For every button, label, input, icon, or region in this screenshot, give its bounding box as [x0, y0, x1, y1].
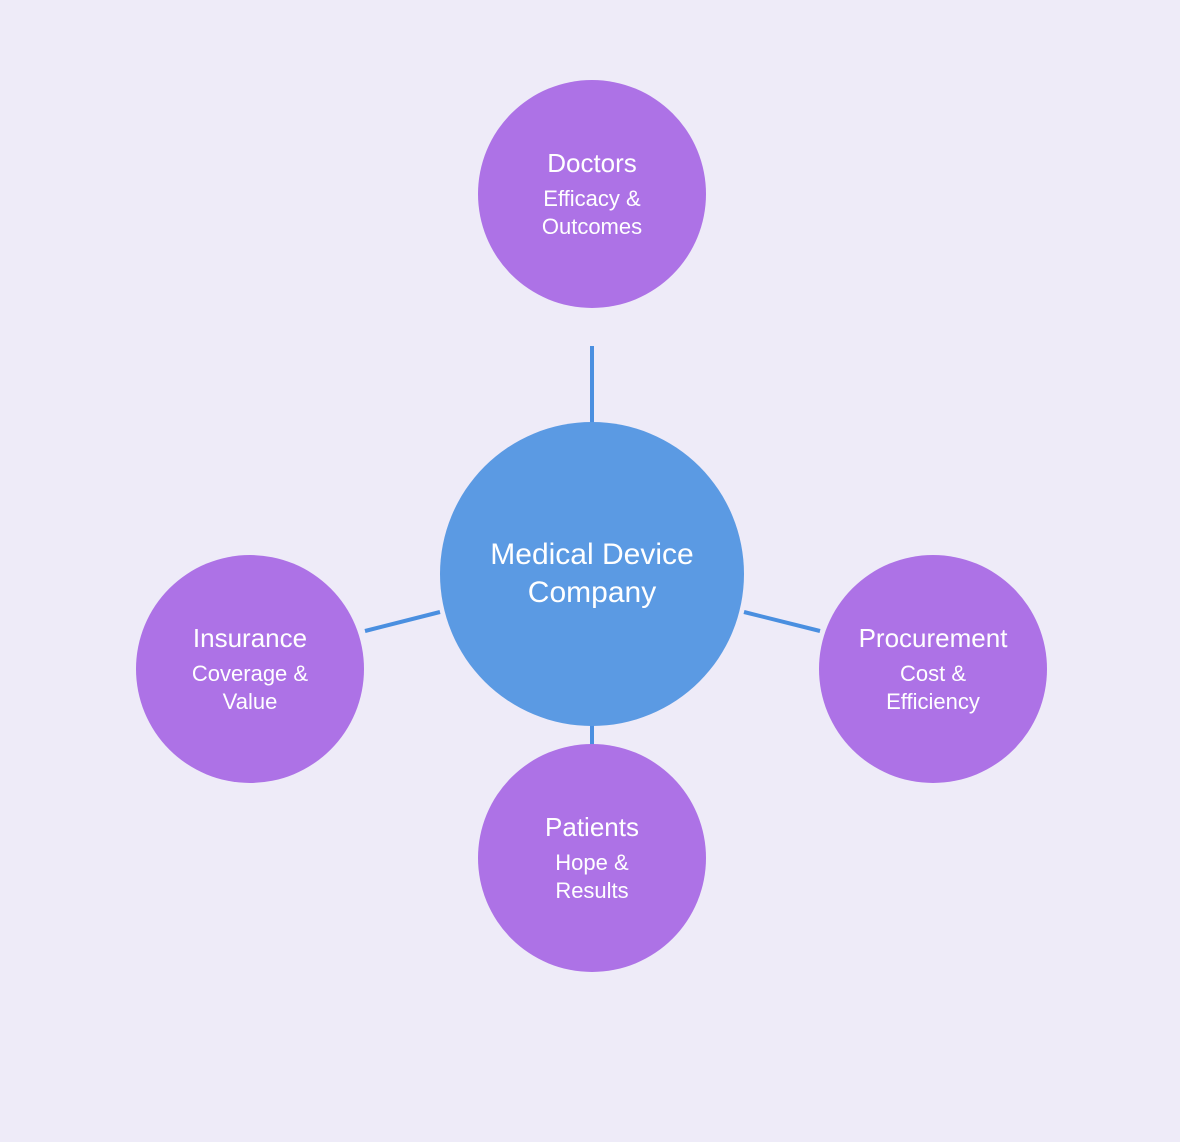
connector-insurance [364, 610, 441, 633]
stakeholder-node-patients: Patients Hope & Results [478, 744, 706, 972]
stakeholder-title: Insurance [192, 623, 308, 653]
stakeholder-node-procurement: Procurement Cost & Efficiency [819, 555, 1047, 783]
stakeholder-subtitle: Hope & Results [555, 850, 629, 903]
stakeholder-subtitle: Cost & Efficiency [886, 661, 980, 714]
stakeholder-node-insurance: Insurance Coverage & Value [136, 555, 364, 783]
stakeholder-node-doctors: Doctors Efficacy & Outcomes [478, 80, 706, 308]
center-node-medical-device-company: Medical Device Company [440, 422, 744, 726]
stakeholder-title: Patients [545, 812, 639, 842]
stakeholder-subtitle: Efficacy & Outcomes [541, 186, 643, 239]
stakeholder-title: Procurement [858, 623, 1008, 653]
stakeholder-title: Doctors [547, 148, 637, 178]
connector-procurement [743, 610, 821, 633]
center-label: Medical Device Company [490, 538, 694, 609]
stakeholder-subtitle: Coverage & Value [191, 661, 309, 714]
